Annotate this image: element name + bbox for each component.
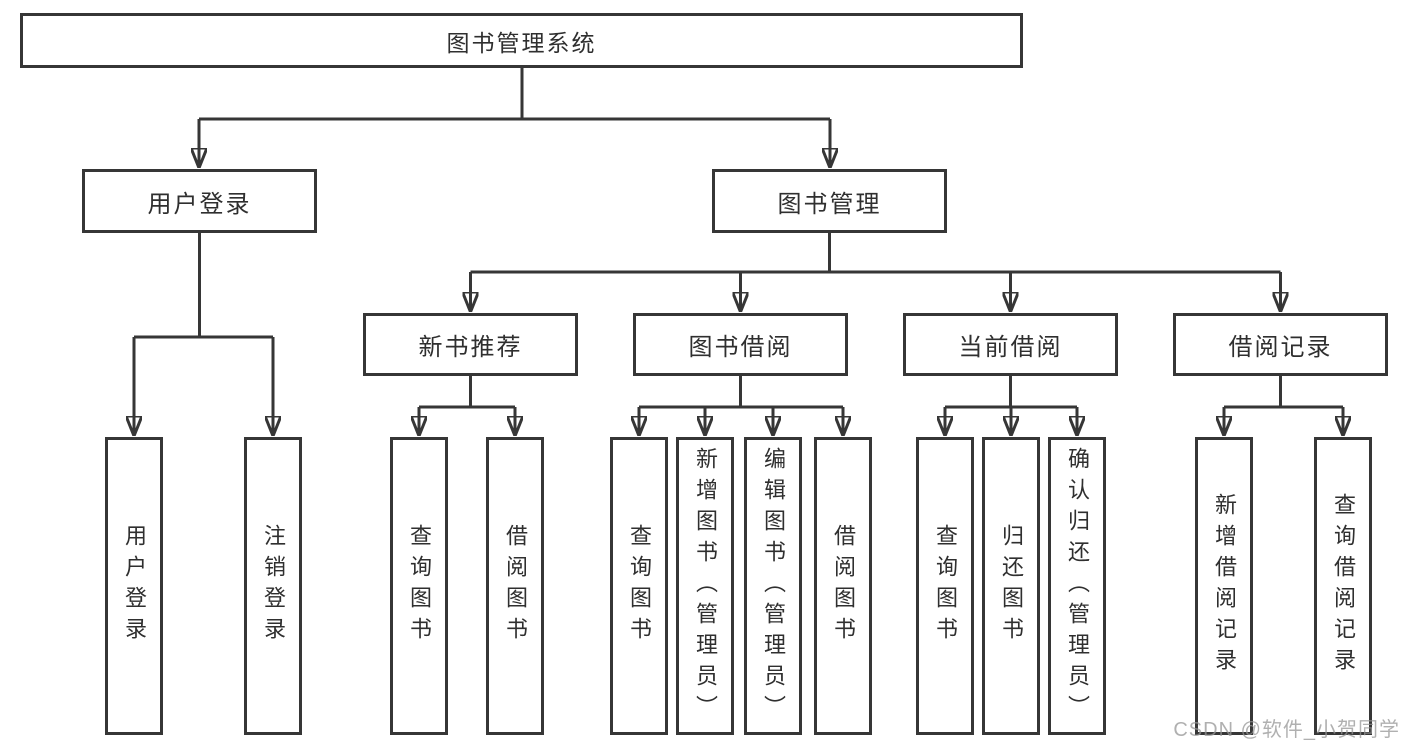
edge-user-login-trunk — [134, 233, 273, 339]
node-leaf-borrow-books-2: 借阅图书 — [814, 437, 872, 735]
node-book-borrowing: 图书借阅 — [633, 313, 848, 376]
node-leaf-user-login: 用户登录 — [105, 437, 163, 735]
connector-stems — [134, 68, 1343, 409]
node-leaf-add-books-admin: 新增图书（管理员） — [676, 437, 734, 735]
node-leaf-add-borrow-record: 新增借阅记录 — [1195, 437, 1253, 735]
node-library-management-system: 图书管理系统 — [20, 13, 1023, 68]
node-leaf-query-books-1: 查询图书 — [390, 437, 448, 735]
edge-root-trunk — [199, 68, 830, 121]
node-new-book-recommendation: 新书推荐 — [363, 313, 578, 376]
csdn-watermark: CSDN @软件_小贺同学 — [1173, 719, 1400, 741]
node-current-borrowing: 当前借阅 — [903, 313, 1118, 376]
node-leaf-borrow-books-1: 借阅图书 — [486, 437, 544, 735]
edge-borrowing-records-trunk — [1224, 376, 1343, 409]
node-leaf-query-books-2: 查询图书 — [610, 437, 668, 735]
edge-current-borrowing-trunk — [945, 376, 1077, 409]
edge-book-borrowing-trunk — [639, 376, 843, 409]
node-leaf-edit-books-admin: 编辑图书（管理员） — [744, 437, 802, 735]
node-leaf-confirm-return-admin: 确认归还（管理员） — [1048, 437, 1106, 735]
edge-book-management-trunk — [470, 233, 1281, 274]
node-borrowing-records: 借阅记录 — [1173, 313, 1388, 376]
node-leaf-logout: 注销登录 — [244, 437, 302, 735]
node-leaf-query-borrow-record: 查询借阅记录 — [1314, 437, 1372, 735]
node-leaf-return-books: 归还图书 — [982, 437, 1040, 735]
edge-new-book-recommendation-trunk — [419, 376, 515, 409]
connector-arrows — [134, 119, 1343, 435]
node-book-management: 图书管理 — [712, 169, 947, 233]
node-leaf-query-books-3: 查询图书 — [916, 437, 974, 735]
node-user-login: 用户登录 — [82, 169, 317, 233]
